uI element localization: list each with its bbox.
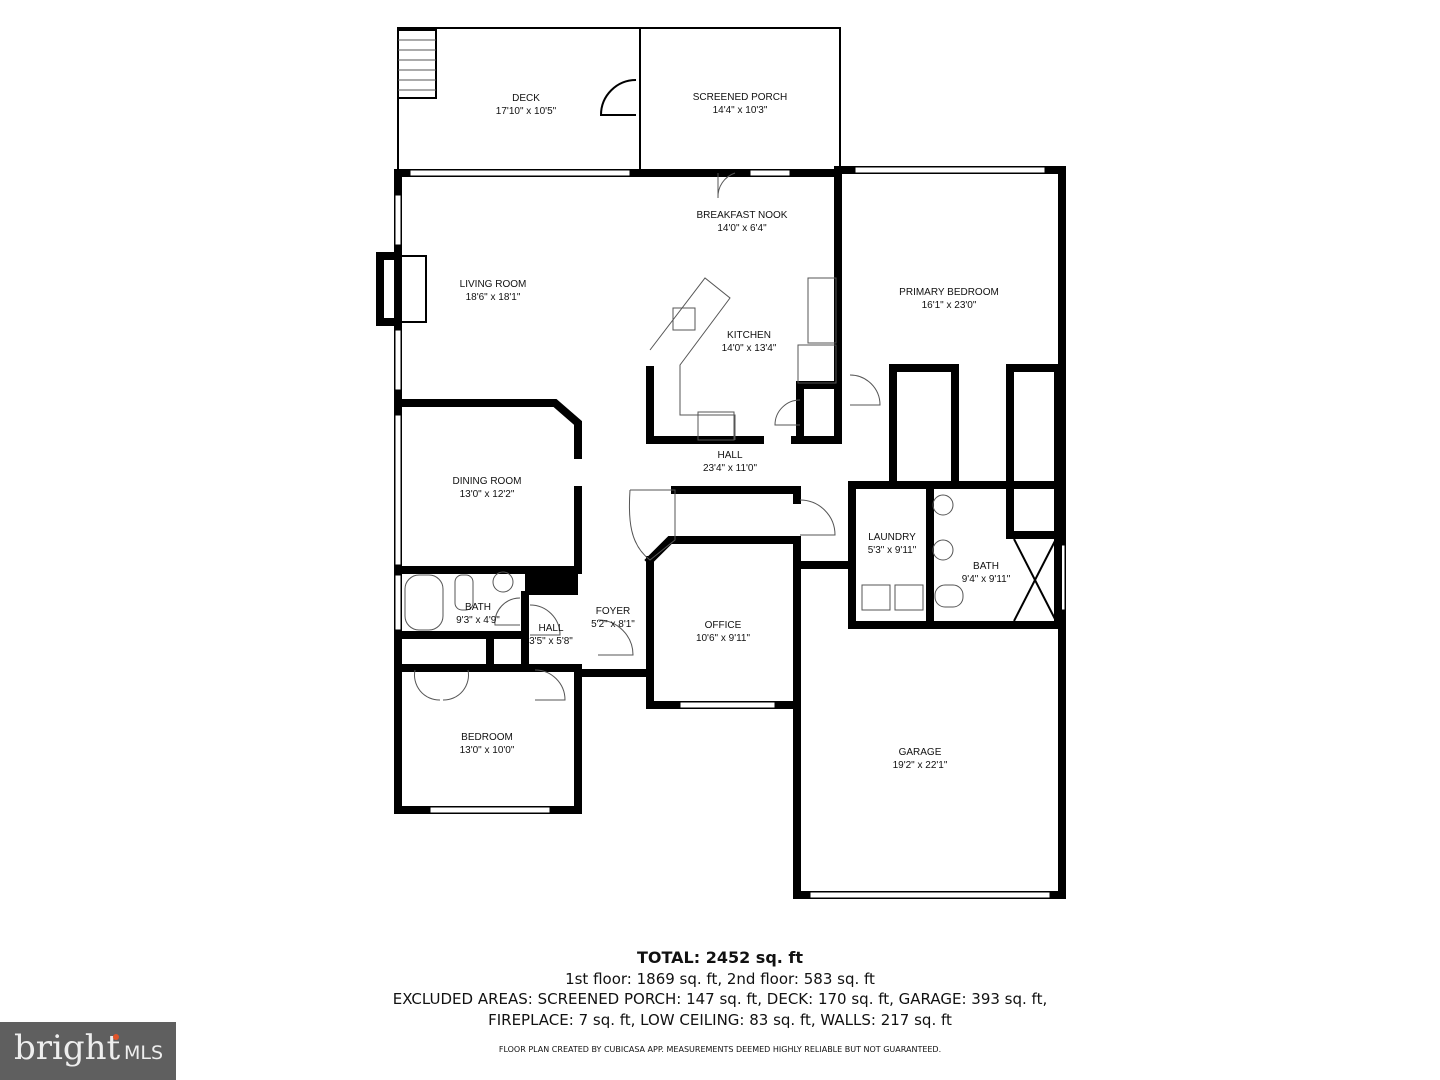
- room-name: GARAGE: [899, 747, 942, 758]
- room-dims: 9'4" x 9'11": [962, 574, 1011, 585]
- room-dims: 5'2" x 8'1": [591, 619, 635, 630]
- logo-accent-dot: [113, 1034, 119, 1040]
- room-name: HALL: [717, 450, 742, 461]
- room-name: LAUNDRY: [868, 532, 916, 543]
- room-dims: 23'4" x 11'0": [703, 463, 758, 474]
- room-dims: 9'3" x 4'9": [456, 615, 500, 626]
- disclaimer: FLOOR PLAN CREATED BY CUBICASA APP. MEAS…: [498, 1045, 942, 1054]
- excluded-areas-line-1: EXCLUDED AREAS: SCREENED PORCH: 147 sq. …: [392, 990, 1048, 1008]
- room-name: FOYER: [596, 606, 630, 617]
- room-dims: 17'10" x 10'5": [496, 106, 557, 117]
- room-name: BEDROOM: [461, 732, 513, 743]
- fixtures: [404, 172, 964, 701]
- room-dims: 14'4" x 10'3": [713, 105, 768, 116]
- room-dims: 19'2" x 22'1": [893, 760, 948, 771]
- room-dims: 13'0" x 12'2": [460, 489, 515, 500]
- room-name: PRIMARY BEDROOM: [899, 287, 999, 298]
- room-dims: 13'0" x 10'0": [460, 745, 515, 756]
- room-dims: 10'6" x 9'11": [696, 633, 751, 644]
- room-name: BATH: [465, 602, 491, 613]
- room-name: OFFICE: [705, 620, 742, 631]
- logo-brand: bright: [14, 1028, 121, 1068]
- room-name: KITCHEN: [727, 330, 771, 341]
- excluded-areas-line-2: FIREPLACE: 7 sq. ft, LOW CEILING: 83 sq.…: [488, 1011, 952, 1029]
- room-dims: 5'3" x 9'11": [868, 545, 917, 556]
- room-name: DECK: [512, 93, 540, 104]
- total-area: TOTAL: 2452 sq. ft: [636, 948, 804, 967]
- room-dims: 3'5" x 5'8": [529, 636, 573, 647]
- room-dims: 14'0" x 6'4": [717, 223, 767, 234]
- room-dims: 14'0" x 13'4": [722, 343, 777, 354]
- room-name: BATH: [973, 561, 999, 572]
- room-name: SCREENED PORCH: [693, 92, 787, 103]
- room-name: BREAKFAST NOOK: [697, 210, 788, 221]
- logo-suffix: MLS: [124, 1042, 164, 1064]
- interior-walls: [394, 166, 1062, 672]
- floor-areas: 1st floor: 1869 sq. ft, 2nd floor: 583 s…: [565, 970, 875, 988]
- windows: [394, 166, 1066, 899]
- room-labels: DECK 17'10" x 10'5" SCREENED PORCH 14'4"…: [453, 92, 1011, 771]
- room-name: DINING ROOM: [453, 476, 522, 487]
- room-dims: 18'6" x 18'1": [466, 292, 521, 303]
- room-name: HALL: [538, 623, 563, 634]
- deck-outline: [397, 27, 841, 173]
- room-name: LIVING ROOM: [460, 279, 527, 290]
- room-dims: 16'1" x 23'0": [922, 300, 977, 311]
- bright-mls-logo: bright MLS: [0, 1022, 176, 1080]
